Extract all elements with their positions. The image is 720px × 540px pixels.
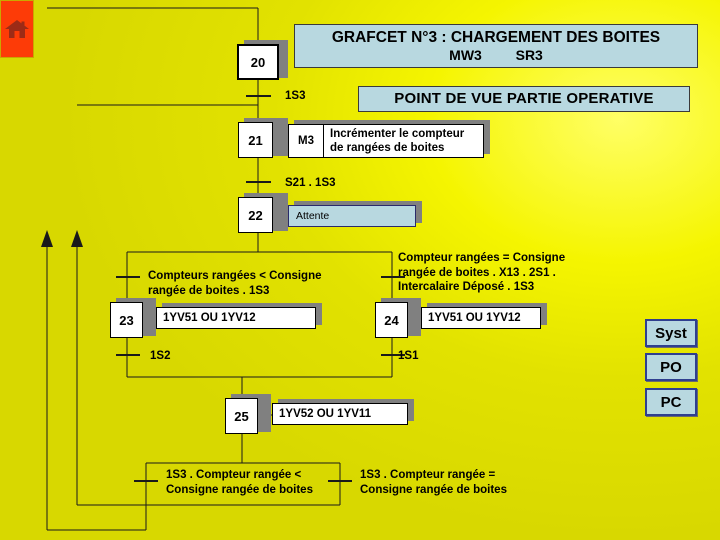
action-21-code: M3 xyxy=(289,125,324,157)
viewpoint-title-panel: POINT DE VUE PARTIE OPERATIVE xyxy=(358,86,690,112)
transition-25-right-label: 1S3 . Compteur rangée = Consigne rangée … xyxy=(360,469,507,496)
action-25-text: 1YV52 OU 1YV11 xyxy=(279,407,372,420)
step-20[interactable]: 20 xyxy=(237,44,279,80)
transition-22-23-label: Compteurs rangées < Consigne rangée de b… xyxy=(148,270,322,297)
nav-button-po[interactable]: PO xyxy=(645,353,697,381)
nav-button-pc[interactable]: PC xyxy=(645,388,697,416)
step-25[interactable]: 25 xyxy=(225,398,258,434)
transition-23-25-label: 1S2 xyxy=(150,350,171,362)
action-23[interactable]: 1YV51 OU 1YV12 xyxy=(156,307,316,329)
nav-button-syst-label: Syst xyxy=(655,324,687,342)
action-22-text: Attente xyxy=(296,210,330,222)
step-22-label: 22 xyxy=(248,207,263,223)
step-24[interactable]: 24 xyxy=(375,302,408,338)
transition-21-22-label: S21 . 1S3 xyxy=(285,177,336,189)
action-24-text: 1YV51 OU 1YV12 xyxy=(428,311,521,324)
step-22[interactable]: 22 xyxy=(238,197,273,233)
transition-20-21-label: 1S3 xyxy=(285,90,306,102)
action-22[interactable]: Attente xyxy=(288,205,416,227)
action-24[interactable]: 1YV51 OU 1YV12 xyxy=(421,307,541,329)
action-21[interactable]: M3 Incrémenter le compteur de rangées de… xyxy=(288,124,484,158)
transition-22-24-label: Compteur rangées = Consigne rangée de bo… xyxy=(398,252,566,294)
main-title-text: GRAFCET N°3 : CHARGEMENT DES BOITES xyxy=(331,28,661,46)
main-title-sub-left: MW3 xyxy=(449,46,482,63)
step-25-label: 25 xyxy=(234,408,249,424)
action-25[interactable]: 1YV52 OU 1YV11 xyxy=(272,403,408,425)
home-button[interactable] xyxy=(0,0,34,58)
nav-button-syst[interactable]: Syst xyxy=(645,319,697,347)
step-21-label: 21 xyxy=(248,132,263,148)
home-icon xyxy=(5,20,29,38)
nav-button-po-label: PO xyxy=(660,358,682,376)
nav-button-pc-label: PC xyxy=(660,393,682,411)
action-21-text: Incrémenter le compteur de rangées de bo… xyxy=(330,127,465,154)
step-20-label: 20 xyxy=(238,45,278,79)
main-title-subline: MW3 SR3 xyxy=(449,47,543,64)
action-23-text: 1YV51 OU 1YV12 xyxy=(163,311,256,324)
main-title-sub-right: SR3 xyxy=(515,46,543,63)
transition-24-25-label: 1S1 xyxy=(398,350,419,362)
step-23-label: 23 xyxy=(119,312,134,328)
step-23[interactable]: 23 xyxy=(110,302,143,338)
step-24-label: 24 xyxy=(384,312,399,328)
transition-25-left-label: 1S3 . Compteur rangée < Consigne rangée … xyxy=(166,469,313,496)
step-21[interactable]: 21 xyxy=(238,122,273,158)
viewpoint-title-text: POINT DE VUE PARTIE OPERATIVE xyxy=(394,90,654,108)
main-title-panel: GRAFCET N°3 : CHARGEMENT DES BOITES MW3 … xyxy=(294,24,698,68)
